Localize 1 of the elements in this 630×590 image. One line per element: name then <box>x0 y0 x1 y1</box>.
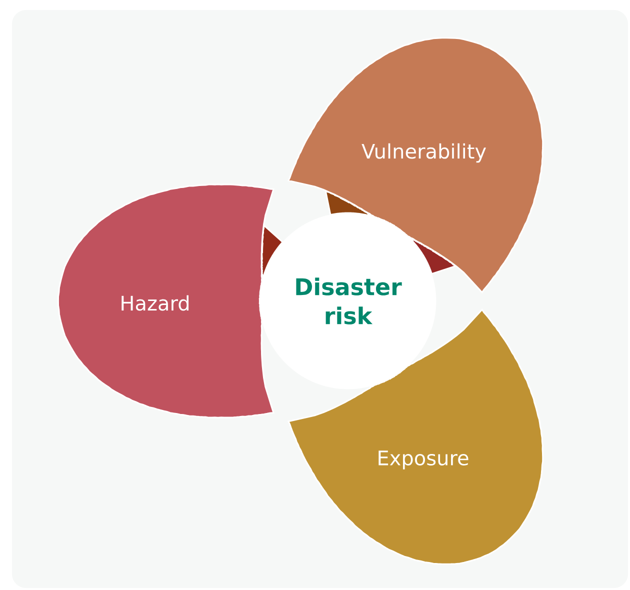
petal: Hazard <box>57 184 274 418</box>
